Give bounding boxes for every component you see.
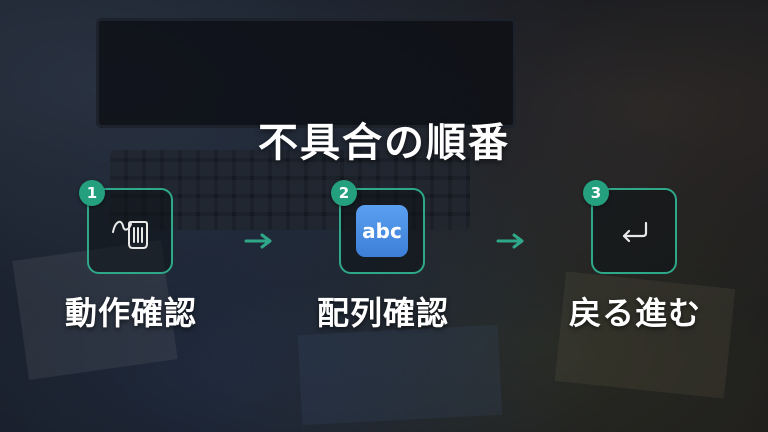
step-number-badge: 2 [331, 180, 357, 206]
step-label: 動作確認 [56, 288, 206, 334]
step-number-badge: 3 [583, 180, 609, 206]
arrow-right-icon [244, 233, 274, 249]
step-number-badge: 1 [79, 180, 105, 206]
mouse-click-icon [107, 208, 153, 254]
step-label: 戻る進む [560, 288, 710, 334]
abc-keyboard-icon: abc [356, 205, 408, 257]
arrow-right-icon [496, 233, 526, 249]
step-label: 配列確認 [308, 288, 458, 334]
slide-title: 不具合の順番 [0, 110, 768, 168]
return-arrow-icon [614, 211, 654, 251]
